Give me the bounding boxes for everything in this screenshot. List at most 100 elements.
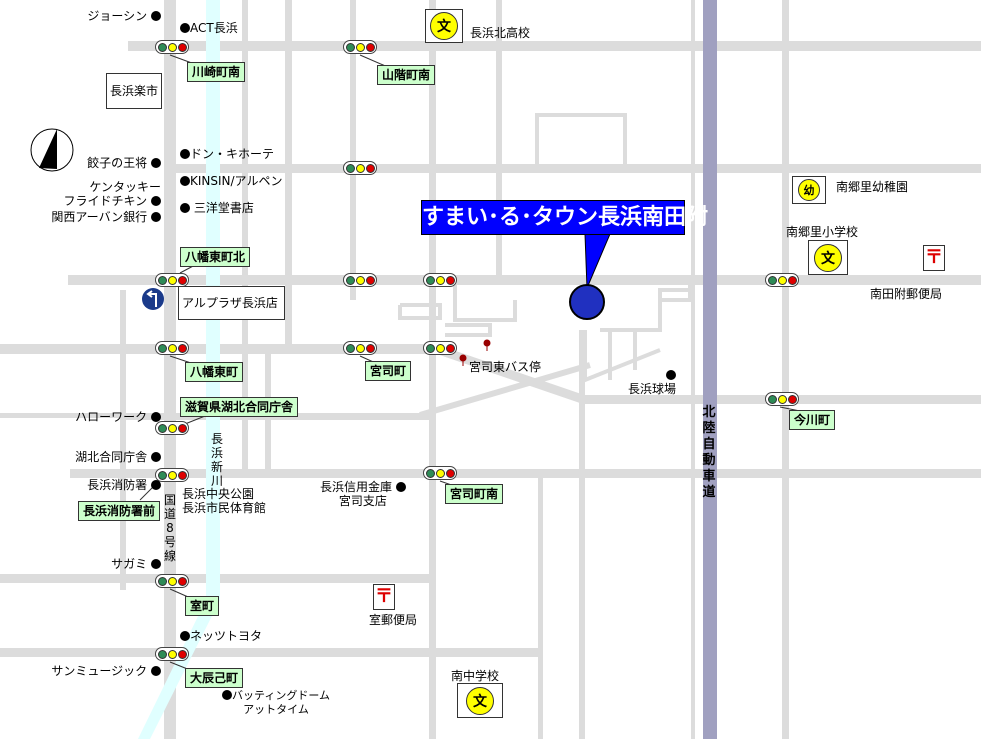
poi-dot-icon [666, 370, 677, 380]
post-office-icon: 〒 [373, 584, 395, 610]
kita-high-school-label: 長浜北高校 [470, 26, 531, 40]
expressway-label: 北陸自動車道 [702, 405, 716, 500]
road [691, 0, 695, 739]
direction-sign-icon [142, 288, 164, 310]
kindergarten-label: 南郷里幼稚園 [836, 180, 909, 194]
kindergarten-mark-icon: 幼 [798, 179, 820, 201]
traffic-signal-icon [155, 647, 189, 661]
signal-label: 宮司町南 [445, 484, 504, 504]
muro-post-label: 室郵便局 [369, 613, 418, 627]
poi-dot-icon [151, 412, 161, 422]
poi-bus-stop: 宮司東バス停 [469, 360, 542, 374]
poi-label: バッティングドーム [232, 689, 331, 702]
traffic-signal-icon [155, 273, 189, 287]
poi-label: ジョーシン [87, 9, 148, 23]
traffic-signal-icon [423, 273, 457, 287]
poi-dot-icon [222, 690, 232, 700]
poi-dot-icon [151, 158, 161, 168]
poi-dot-icon [151, 212, 161, 222]
road [538, 470, 543, 739]
poi-dot-icon [180, 176, 190, 186]
poi-label: ACT長浜 [190, 21, 238, 35]
poi-act: ACT長浜 [180, 21, 238, 35]
signal-label: 八幡東町 [185, 362, 244, 382]
signal-label: 山階町南 [377, 65, 436, 85]
traffic-signal-icon [155, 341, 189, 355]
signal-label: 室町 [185, 596, 220, 616]
road [429, 0, 436, 739]
poi-fire-station: 長浜消防署 [87, 478, 161, 492]
bus-stop-icon [459, 354, 467, 366]
traffic-signal-icon [423, 466, 457, 480]
property-marker[interactable] [569, 284, 605, 320]
route8-label: 国道8号線 [164, 493, 177, 563]
traffic-signal-icon [343, 273, 377, 287]
traffic-signal-icon [155, 468, 189, 482]
poi-joshin: ジョーシン [87, 9, 161, 23]
poi-dot-icon [151, 559, 161, 569]
signal-label: 長浜消防署前 [78, 501, 161, 521]
signal-label: 宮司町 [365, 361, 412, 381]
poi-label: 長浜中央公園 [182, 487, 255, 501]
poi-label: ドン・キホーテ [190, 147, 275, 161]
river-label: 長浜新川 [211, 432, 224, 488]
traffic-signal-icon [155, 574, 189, 588]
signal-label: 大辰己町 [185, 668, 244, 688]
poi-kohoku: 湖北合同庁舎 [75, 450, 161, 464]
poi-kansai-bank: 関西アーバン銀行 [51, 210, 161, 224]
signal-label: 今川町 [789, 410, 836, 430]
traffic-signal-icon [343, 341, 377, 355]
post-office-icon: 〒 [923, 245, 945, 271]
traffic-signal-icon [765, 392, 799, 406]
poi-batting-dome: バッティングドームアットタイム [222, 689, 330, 717]
elementary-school-icon: 文 [808, 240, 848, 275]
poi-label: ハローワーク [75, 410, 148, 424]
poi-label: サンミュージック [51, 664, 148, 678]
poi-label: KINSIN/アルペン [190, 174, 283, 188]
poi-kinsin: KINSIN/アルペン [180, 174, 282, 188]
elementary-label: 南郷里小学校 [786, 225, 859, 239]
bus-stop-icon [483, 339, 491, 351]
poi-sagami: サガミ [111, 557, 161, 571]
road [579, 330, 585, 739]
road [419, 362, 591, 418]
poi-stadium: 長浜球場 [628, 368, 677, 396]
road [782, 0, 789, 739]
poi-label: 湖北合同庁舎 [75, 450, 148, 464]
traffic-signal-icon [155, 40, 189, 54]
school-icon: 文 [466, 686, 494, 715]
road [128, 41, 981, 51]
road [285, 0, 292, 345]
poi-gyoza: 餃子の王将 [87, 156, 161, 170]
road [120, 290, 126, 590]
traffic-signal-icon [343, 40, 377, 54]
road [0, 648, 540, 657]
minami-jhs-label: 南中学校 [451, 669, 500, 683]
poi-shinkin: 長浜信用金庫 宮司支店 [320, 480, 406, 508]
poi-sunmusic: サンミュージック [51, 664, 161, 678]
compass-icon [30, 128, 74, 172]
road [0, 413, 120, 418]
poi-label: フライドチキン [63, 194, 148, 208]
school-icon: 文 [430, 12, 458, 40]
expressway [703, 0, 717, 739]
poi-label: 長浜消防署 [87, 478, 148, 492]
road [68, 275, 981, 285]
poi-kfc: ケンタッキーフライドチキン [64, 180, 161, 208]
alplaza-nagahama: アルプラザ長浜店 [178, 286, 285, 320]
poi-dot-icon [395, 482, 406, 492]
kindergarten-icon: 幼 [792, 176, 826, 204]
poi-donki: ドン・キホーテ [180, 147, 274, 161]
poi-dot-icon [151, 196, 161, 206]
road [70, 469, 981, 478]
kita-high-school-icon: 文 [425, 9, 463, 43]
minamitabu-post-label: 南田附郵便局 [870, 287, 943, 301]
poi-label: 関西アーバン銀行 [51, 210, 148, 224]
poi-label: 三洋堂書店 [193, 201, 254, 215]
property-callout-title: すまい･る･タウン長浜南田附 [421, 200, 708, 235]
poi-label: アットタイム [243, 703, 309, 716]
signal-label: 川崎町南 [187, 62, 246, 82]
poi-netz-toyota: ネッツトヨタ [180, 629, 262, 643]
poi-dot-icon [151, 11, 161, 21]
